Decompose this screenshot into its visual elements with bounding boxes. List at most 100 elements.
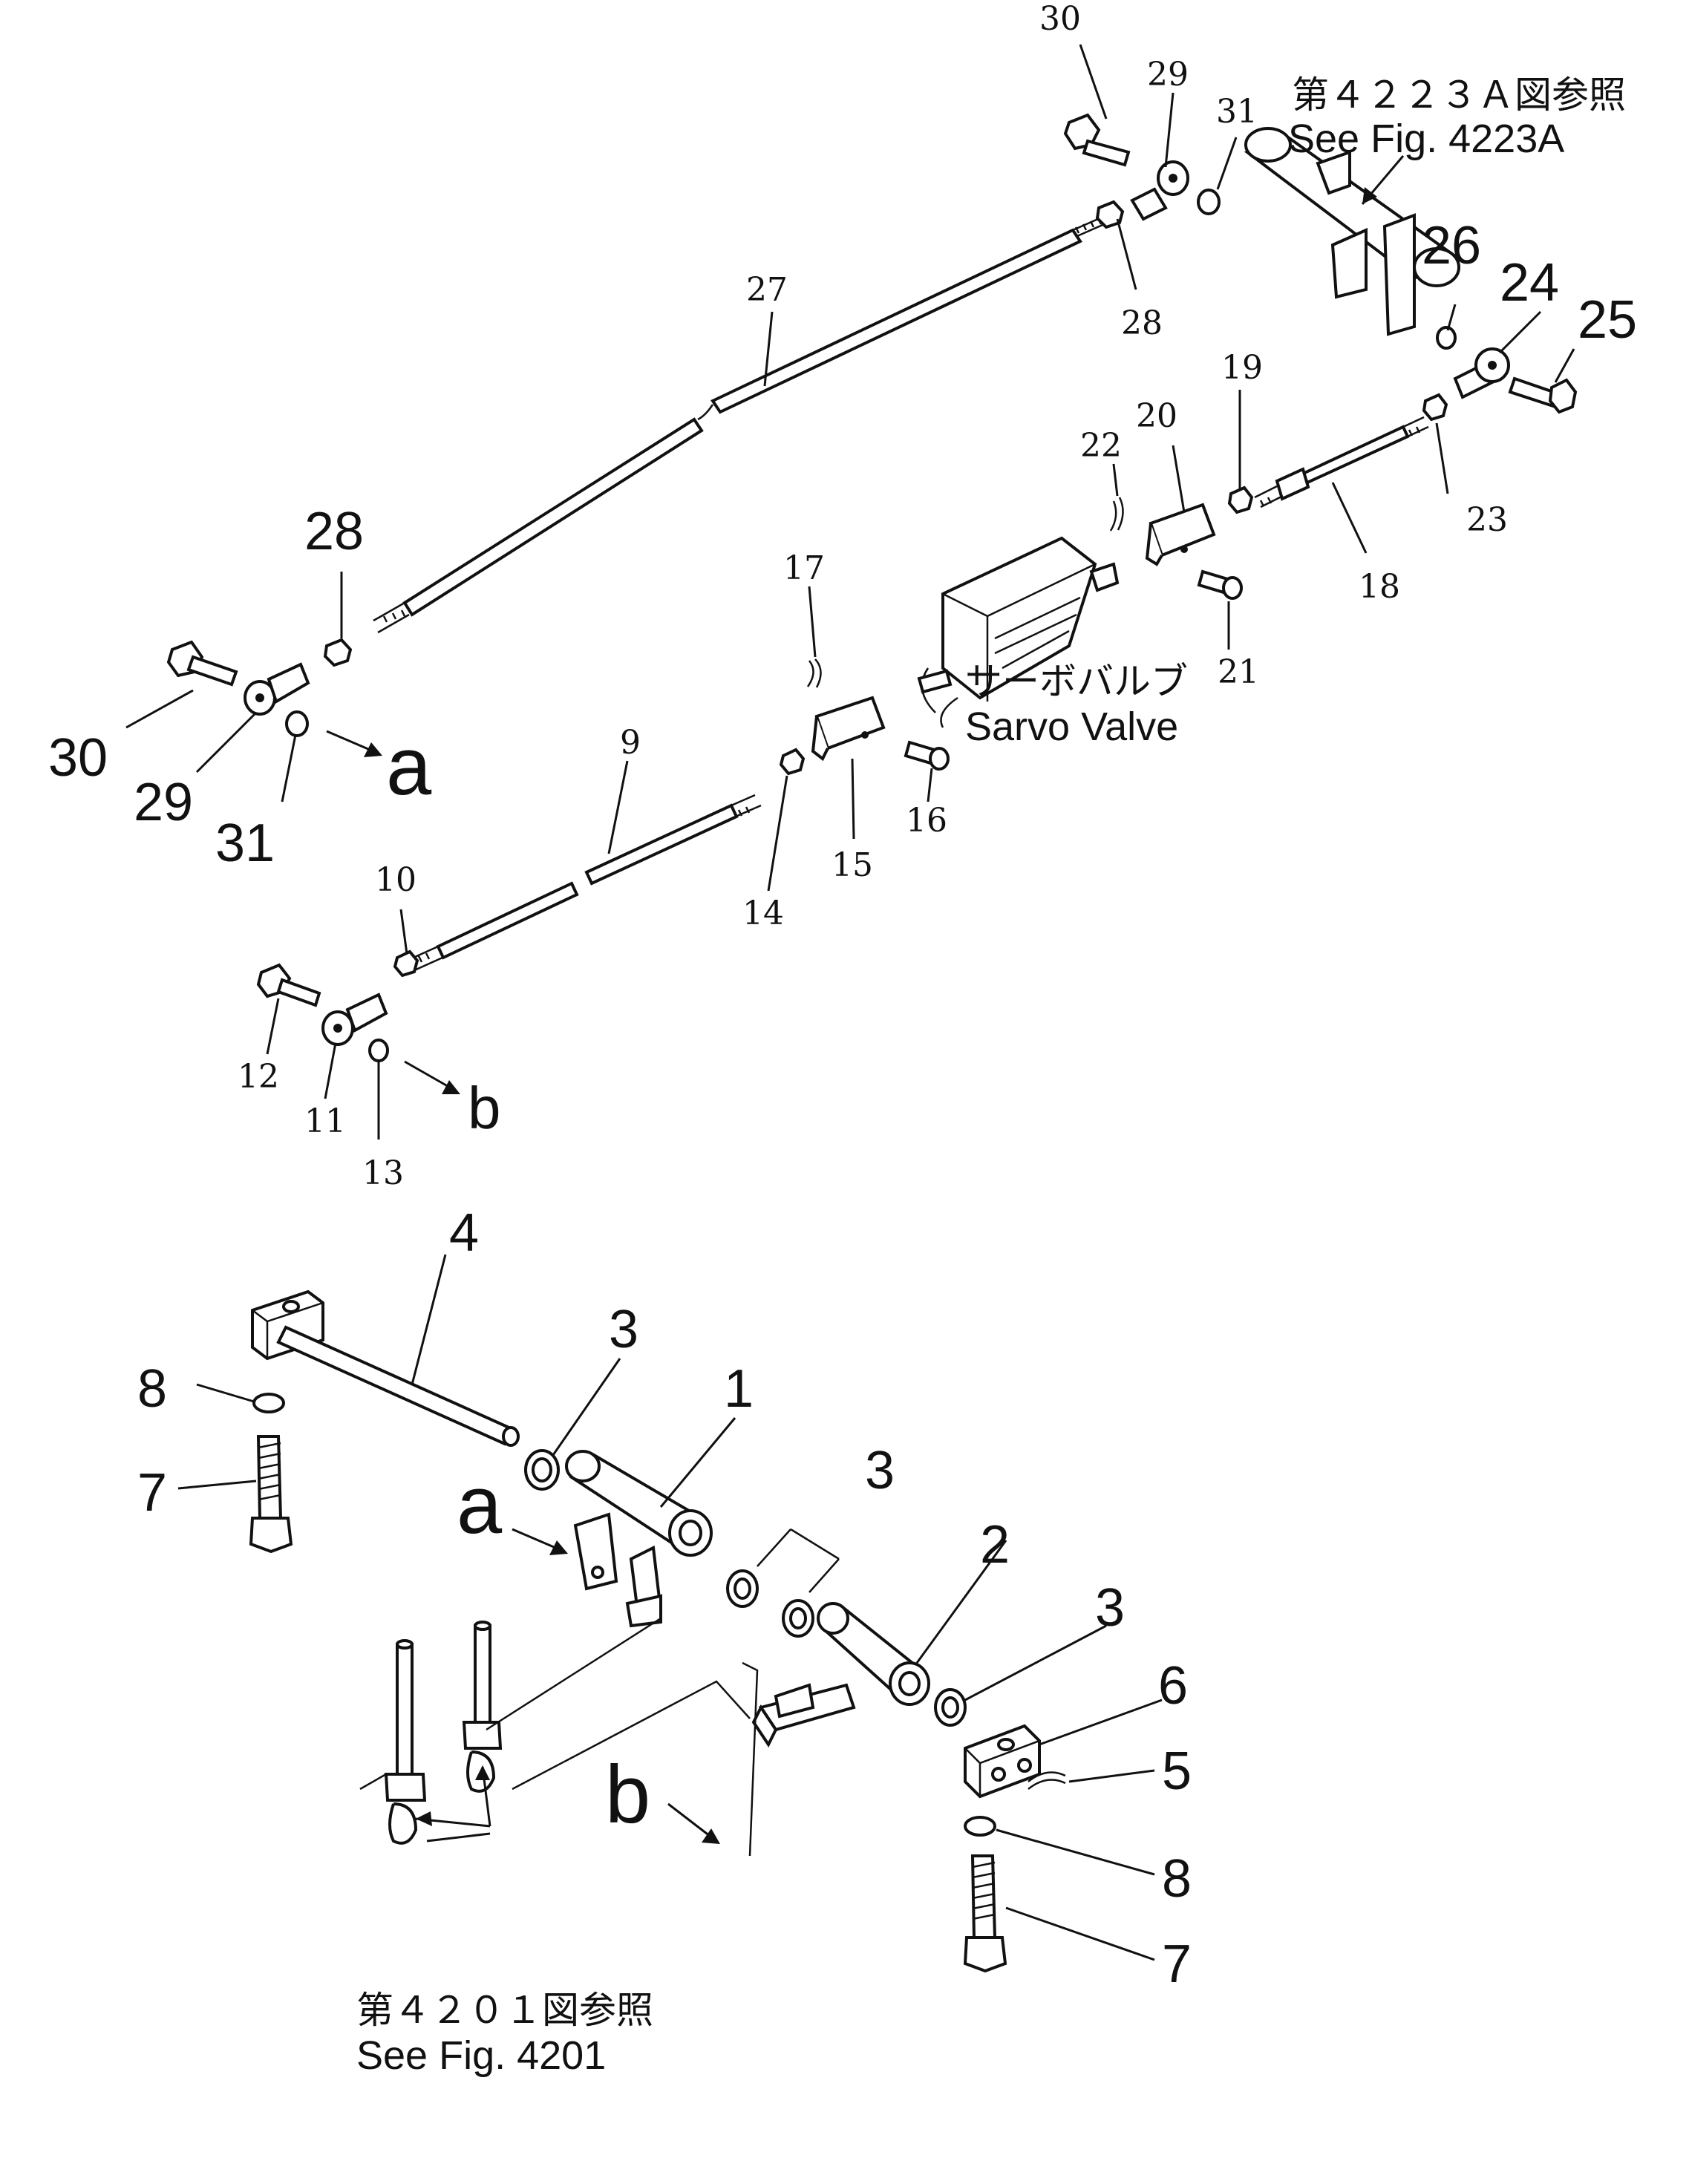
- bushing-3-b2: [782, 1599, 814, 1638]
- callout-8-left: 8: [137, 1359, 167, 1419]
- washer-13: [368, 1039, 389, 1062]
- callout-9: 9: [620, 724, 641, 762]
- clevis-20: [1145, 503, 1216, 566]
- servo-valve-jp: サーボバルブ: [965, 660, 1188, 703]
- callout-12: 12: [238, 1058, 279, 1096]
- pin-16: [904, 740, 950, 771]
- callout-7-right: 7: [1162, 1935, 1192, 1994]
- rod-27-segment-upper: [710, 228, 1082, 414]
- washer-8-left: [252, 1393, 285, 1413]
- callout-27: 27: [746, 271, 788, 309]
- ref-4223a-jp: 第４２２３Ａ図参照: [1292, 73, 1626, 117]
- rod-27-thread-right: [1072, 212, 1115, 238]
- callout-3-right: 3: [1095, 1578, 1125, 1638]
- rod-9-segment-left: [436, 881, 579, 960]
- ref-4201-jp: 第４２０１図参照: [356, 1989, 653, 2032]
- callout-28-top: 28: [1121, 304, 1163, 342]
- mark-a-top: a: [386, 721, 432, 812]
- callout-5: 5: [1162, 1742, 1192, 1801]
- lever-1: [565, 1450, 713, 1628]
- nut-19: [1227, 485, 1254, 514]
- rod-27-thread-left: [373, 601, 410, 634]
- callout-28-left: 28: [304, 502, 364, 561]
- lower-assembly: [249, 1289, 1066, 1973]
- bolt-7-left: [249, 1435, 293, 1554]
- bolt-12: [256, 963, 321, 1007]
- callout-1: 1: [724, 1359, 754, 1419]
- bushing-3-c: [934, 1688, 967, 1727]
- cotter-pin-5: [1028, 1771, 1066, 1790]
- callout-23: 23: [1466, 501, 1508, 539]
- callout-19: 19: [1221, 349, 1263, 387]
- bolt-7-right: [963, 1854, 1007, 1973]
- bushing-3-b1: [726, 1569, 759, 1608]
- rod-end-29-right: [1130, 160, 1189, 221]
- link-line-a: [486, 1617, 661, 1731]
- callout-13: 13: [362, 1154, 404, 1192]
- callout-21: 21: [1218, 653, 1259, 691]
- callout-6: 6: [1158, 1656, 1188, 1716]
- callout-16: 16: [906, 802, 947, 840]
- callout-18: 18: [1359, 568, 1400, 606]
- link-line-c: [359, 1773, 387, 1791]
- rod-9-segment-right: [584, 803, 739, 886]
- bracket-4223a: [1244, 127, 1460, 336]
- callout-14: 14: [742, 895, 784, 932]
- callout-10: 10: [375, 861, 416, 899]
- nut-23: [1422, 393, 1448, 422]
- nut-28-left: [323, 638, 353, 667]
- callout-numbers: 30 29 31 26 24 25 27 28 19 20 22 23 18 2…: [48, 0, 1637, 1994]
- rod-18: [1254, 416, 1429, 509]
- shaft-4: [276, 1325, 514, 1446]
- connection-marks: a b a b: [386, 721, 650, 1840]
- callout-15: 15: [832, 846, 873, 884]
- bolt-30-right: [1063, 113, 1131, 167]
- cotter-pin-17: [806, 658, 822, 688]
- shaft-support-4: [251, 1289, 520, 1447]
- callout-29-left: 29: [134, 773, 193, 832]
- nut-10: [393, 949, 419, 978]
- callout-25: 25: [1578, 290, 1637, 350]
- callout-11: 11: [304, 1102, 346, 1140]
- callout-31-left: 31: [215, 814, 275, 873]
- bolt-25: [1508, 376, 1578, 414]
- control-shafts-4201: [384, 1621, 503, 1845]
- rod-9-assembly: [256, 658, 950, 1062]
- ref-4201-en: See Fig. 4201: [356, 2033, 606, 2078]
- callout-4: 4: [449, 1203, 479, 1263]
- link-line-b: [512, 1680, 751, 1791]
- mark-b-top: b: [468, 1075, 501, 1141]
- callout-7-left: 7: [137, 1463, 167, 1523]
- callout-22: 22: [1080, 427, 1122, 465]
- washer-31-left: [285, 710, 309, 737]
- pin-21: [1197, 569, 1243, 600]
- rod-27-segment-lower: [402, 417, 704, 617]
- callout-2: 2: [980, 1515, 1010, 1575]
- clevis-15: [811, 696, 886, 762]
- arrows: [326, 155, 1405, 1844]
- bushing-3-a: [524, 1449, 560, 1491]
- block-6: [964, 1724, 1041, 1799]
- callout-26: 26: [1422, 216, 1481, 275]
- washer-8-right: [964, 1816, 996, 1837]
- servo-valve-body: [917, 536, 1120, 728]
- callout-20: 20: [1136, 397, 1177, 435]
- lever-2: [751, 1602, 930, 1747]
- callout-17: 17: [783, 549, 825, 587]
- callout-29-top: 29: [1147, 56, 1189, 94]
- ref-4223a-en: See Fig. 4223A: [1288, 117, 1564, 161]
- nut-14: [779, 748, 806, 776]
- callout-8-right: 8: [1162, 1849, 1192, 1909]
- nut-28-right: [1095, 200, 1125, 229]
- rod-end-24: [1453, 347, 1510, 399]
- callout-24: 24: [1500, 253, 1559, 313]
- mark-a-bottom: a: [457, 1459, 503, 1551]
- callout-30-top: 30: [1039, 0, 1081, 38]
- callout-31-top: 31: [1216, 93, 1258, 131]
- leader-lines: [125, 44, 1575, 1961]
- callout-3-top: 3: [609, 1300, 638, 1359]
- servo-valve-en: Sarvo Valve: [965, 704, 1178, 749]
- rod-end-29-left: [244, 662, 310, 716]
- reference-notes: 第４２２３Ａ図参照 See Fig. 4223A サーボバルブ Sarvo Va…: [356, 73, 1626, 2078]
